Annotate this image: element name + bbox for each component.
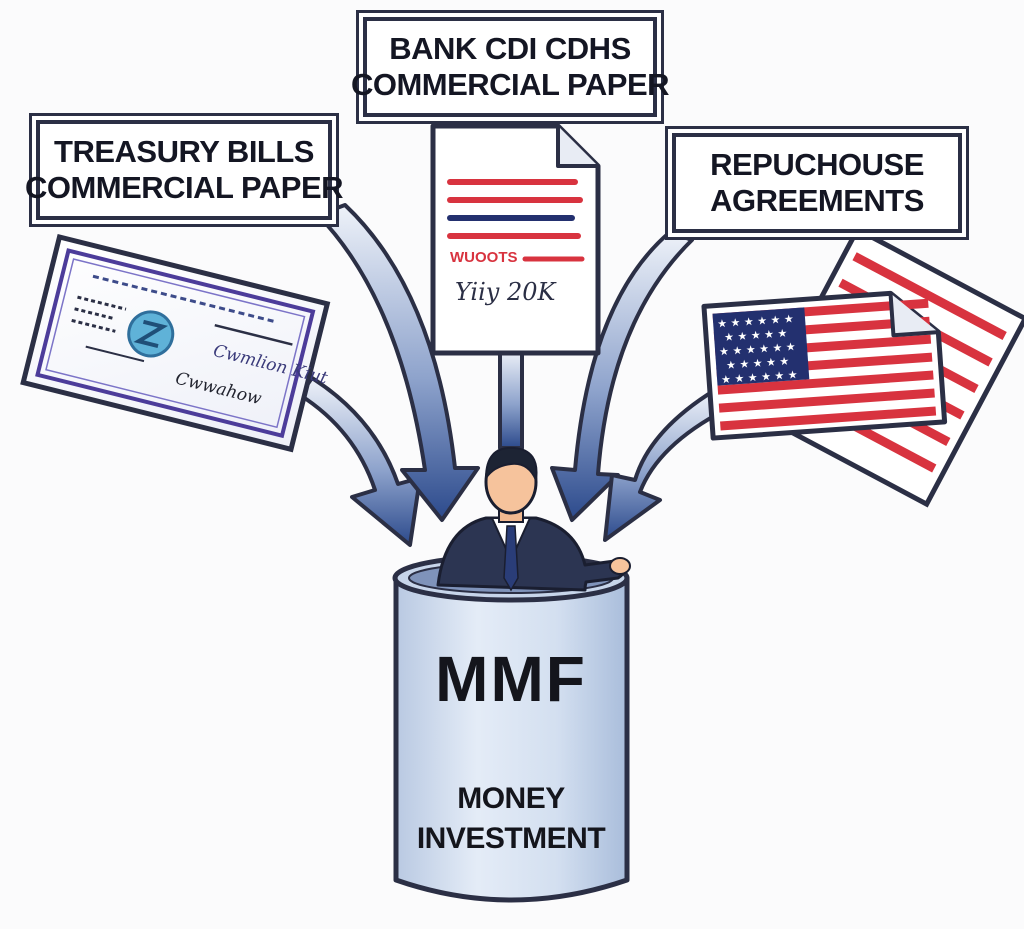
label-treasury-bills: TREASURY BILLS COMMERCIAL PAPER [25,120,344,220]
label-left-line1: TREASURY BILLS [54,134,314,170]
svg-text:★ ★ ★ ★ ★ ★: ★ ★ ★ ★ ★ ★ [719,340,797,358]
svg-text:★ ★ ★ ★ ★: ★ ★ ★ ★ ★ [724,327,788,344]
person-icon [436,446,631,592]
svg-text:★ ★ ★ ★ ★ ★: ★ ★ ★ ★ ★ ★ [721,368,799,386]
document-heading: WUOOTS [450,249,518,266]
label-right-line2: AGREEMENTS [710,183,924,218]
certificate-icon: Cwmlion Kiut Cwwahow [20,233,331,453]
us-flag-icon: ★ ★ ★ ★ ★ ★ ★ ★ ★ ★ ★ ★ ★ ★ ★ ★ ★ ★ ★ ★ … [701,290,948,441]
label-left-line2: COMMERCIAL PAPER [24,170,344,205]
arrow-from-certificate [298,376,422,547]
fund-subtitle-line2: INVESTMENT [416,822,606,855]
arrow-from-flag [603,388,727,542]
label-top-line1: BANK CDI CDHS [389,31,631,67]
label-right-line1: REPUCHOUSE [710,147,924,183]
fund-title: MMF [435,643,587,715]
arrow-from-treasury-bills [316,203,480,522]
label-repurchase-agreements: REPUCHOUSE AGREEMENTS [672,133,962,233]
document-icon: WUOOTS Yiiy 20K [430,123,601,356]
svg-text:★ ★ ★ ★ ★: ★ ★ ★ ★ ★ [726,355,790,372]
arrow-from-repurchase [550,230,694,522]
document-signature: Yiiy 20K [455,278,558,306]
arrow-from-bank-cds [498,348,524,450]
fund-subtitle-line1: MONEY [457,782,565,815]
label-top-line2: COMMERCIAL PAPER [350,67,670,102]
svg-text:★ ★ ★ ★ ★ ★: ★ ★ ★ ★ ★ ★ [717,312,795,330]
label-bank-cds: BANK CDI CDHS COMMERCIAL PAPER [351,17,670,117]
